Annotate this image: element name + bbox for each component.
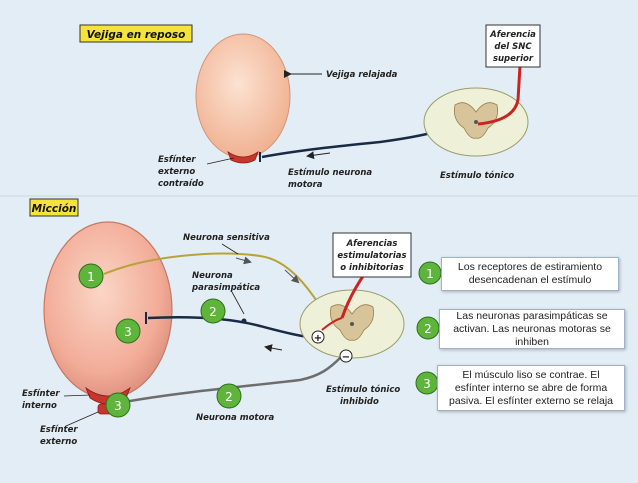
svg-text:o inhibitorias: o inhibitorias: [340, 263, 404, 273]
spinal-cord-micturition: [299, 289, 405, 359]
svg-text:inhibido: inhibido: [340, 397, 379, 407]
neurona-parasimpatica-label: Neurona parasimpática: [191, 271, 260, 293]
svg-text:Estímulo tónico: Estímulo tónico: [326, 384, 400, 395]
svg-text:interno: interno: [22, 401, 57, 411]
marker-2-parasympathetic: 2: [200, 298, 226, 324]
bladder-rest: [195, 33, 291, 164]
esfinter-externo-pointer: [65, 411, 99, 427]
svg-text:Neurona: Neurona: [192, 271, 233, 281]
marker-3-sphincter: 3: [105, 392, 131, 418]
esfinter-externo-label: Esfínter externo: [40, 425, 78, 447]
estimulo-tonico-inhibido-label: Estímulo tónico inhibido: [326, 384, 400, 407]
step-3-badge: 3: [415, 371, 439, 395]
svg-text:−: −: [342, 352, 350, 363]
svg-text:contraído: contraído: [158, 179, 204, 189]
rest-title: Vejiga en reposo: [79, 24, 193, 43]
motor-neuron: [123, 357, 341, 404]
step-2-text: Las neuronas parasimpáticas se activan. …: [453, 309, 611, 348]
svg-text:3: 3: [124, 325, 132, 339]
svg-text:externo: externo: [158, 167, 195, 177]
esfinter-contraido-label: Esfínter externo contraído: [158, 155, 204, 189]
svg-text:2: 2: [424, 322, 432, 336]
svg-text:externo: externo: [40, 437, 77, 447]
step-1-box: Los receptores de estiramiento desencade…: [441, 257, 619, 291]
esfinter-interno-pointer: [63, 394, 91, 397]
step-3-text: El músculo liso se contrae. El esfínter …: [448, 368, 613, 407]
snc-afferent-rest: [477, 65, 522, 126]
estimulo-neurona-motora-label: Estímulo neurona motora: [288, 168, 372, 190]
svg-text:1: 1: [426, 267, 434, 281]
svg-text:estimulatorias: estimulatorias: [337, 251, 406, 261]
svg-text:superior: superior: [493, 54, 534, 64]
svg-text:Estímulo neurona: Estímulo neurona: [288, 168, 372, 178]
svg-text:3: 3: [114, 399, 122, 413]
spinal-cord-rest: [423, 87, 529, 157]
svg-text:1: 1: [87, 270, 95, 284]
aferencia-snc-box: Aferencia del SNC superior: [485, 24, 541, 68]
plus-sign: +: [311, 330, 325, 344]
step-1-badge: 1: [418, 261, 442, 285]
interneuron: [321, 317, 343, 331]
svg-text:Esfínter: Esfínter: [22, 389, 60, 399]
sphincter-external-rest: [227, 150, 259, 164]
aferencias-estim-box: Aferencias estimulatorias o inhibitorias: [332, 232, 412, 278]
step-3-box: El músculo liso se contrae. El esfínter …: [437, 365, 625, 411]
marker-2-motor: 2: [216, 383, 242, 409]
svg-text:Aferencias: Aferencias: [346, 239, 398, 249]
sensory-neuron: [103, 252, 329, 319]
svg-text:motora: motora: [288, 180, 323, 190]
step-1-text: Los receptores de estiramiento desencade…: [457, 261, 603, 286]
svg-text:Esfínter: Esfínter: [158, 155, 196, 165]
neurona-parasimpatica-pointer: [231, 291, 245, 315]
marker-3-bladder: 3: [115, 318, 141, 344]
svg-text:+: +: [314, 333, 322, 344]
svg-text:parasimpática: parasimpática: [191, 283, 260, 293]
signal-arrow-rest: [306, 151, 331, 160]
step-2-box: Las neuronas parasimpáticas se activan. …: [439, 309, 625, 349]
rest-title-text: Vejiga en reposo: [87, 29, 186, 41]
svg-text:Esfínter: Esfínter: [40, 425, 78, 435]
neurona-motora-label: Neurona motora: [196, 413, 274, 423]
sensory-arrow-a: [235, 256, 252, 265]
neurona-sensitiva-pointer: [221, 243, 239, 255]
marker-1: 1: [78, 263, 104, 289]
minus-sign: −: [339, 349, 353, 363]
svg-text:2: 2: [225, 390, 233, 404]
svg-text:2: 2: [209, 305, 217, 319]
step-2-badge: 2: [416, 316, 440, 340]
micturition-title: Micción: [29, 198, 79, 217]
parasympathetic-arrow: [264, 344, 283, 353]
esfinter-contraido-pointer: [206, 157, 235, 165]
sensory-arrow-b: [284, 269, 300, 284]
svg-text:3: 3: [423, 377, 431, 391]
estimulo-tonico-label: Estímulo tónico: [440, 170, 514, 181]
neurona-sensitiva-label: Neurona sensitiva: [183, 233, 270, 243]
esfinter-interno-label: Esfínter interno: [22, 389, 60, 411]
micturition-title-text: Micción: [32, 203, 77, 215]
svg-text:del SNC: del SNC: [494, 42, 532, 52]
vejiga-relajada-label: Vejiga relajada: [326, 70, 398, 80]
ganglion-node: [241, 318, 247, 324]
svg-text:Aferencia: Aferencia: [489, 30, 536, 40]
